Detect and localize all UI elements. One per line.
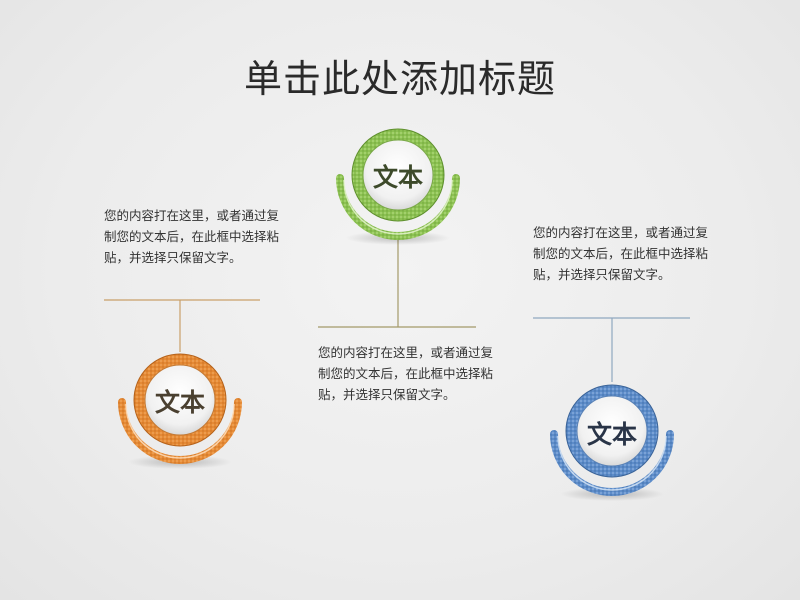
connector-center [318,240,476,328]
connector-left [104,299,260,352]
node-right[interactable] [550,384,674,501]
node-left-label: 文本 [154,388,205,417]
node-center[interactable] [336,128,460,245]
node-center-label: 文本 [372,163,423,192]
text-block-center[interactable]: 您的内容打在这里，或者通过复制您的文本后，在此框中选择粘贴，并选择只保留文字。 [318,345,494,402]
node-left[interactable] [118,353,242,469]
node-right-label: 文本 [586,420,637,449]
connector-right [533,317,690,382]
text-block-right[interactable]: 您的内容打在这里，或者通过复制您的文本后，在此框中选择粘贴，并选择只保留文字。 [533,225,709,282]
text-block-left[interactable]: 您的内容打在这里，或者通过复制您的文本后，在此框中选择粘贴，并选择只保留文字。 [104,208,280,265]
slide-title[interactable]: 单击此处添加标题 [243,57,556,101]
